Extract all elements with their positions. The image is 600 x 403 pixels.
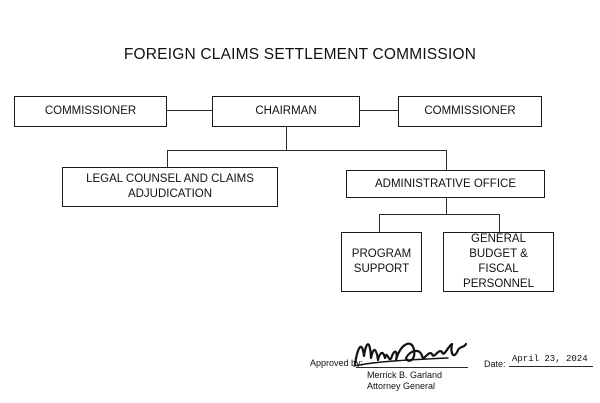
commissioner-right-box: COMMISSIONER: [398, 96, 542, 127]
chairman-label: CHAIRMAN: [255, 105, 317, 117]
program-support-label: PROGRAM SUPPORT: [351, 248, 412, 275]
connector-chairman-down: [286, 126, 288, 151]
commissioner-left-box: COMMISSIONER: [14, 96, 167, 127]
signature-line: [356, 367, 468, 368]
signer-name: Merrick B. Garland: [367, 370, 443, 380]
general-budget-label: GENERAL BUDGET & FISCAL PERSONNEL: [463, 233, 534, 290]
chairman-box: CHAIRMAN: [212, 96, 360, 127]
legal-counsel-box: LEGAL COUNSEL AND CLAIMS ADJUDICATION: [62, 167, 278, 207]
connector-admin-down: [446, 197, 448, 214]
signature-image: [353, 342, 468, 367]
general-budget-box: GENERAL BUDGET & FISCAL PERSONNEL: [443, 232, 554, 292]
connector-commissioner-right: [360, 110, 399, 112]
connector-program-drop: [379, 214, 381, 233]
date-label: Date:: [484, 359, 506, 369]
connector-commissioner-left: [166, 110, 213, 112]
approved-by-label: Approved by:: [310, 358, 364, 368]
connector-level2-horizontal: [167, 150, 446, 152]
date-value: April 23, 2024: [512, 354, 588, 364]
connector-legal-drop: [167, 150, 169, 168]
connector-admin-drop: [446, 150, 448, 170]
date-line: [509, 366, 593, 367]
connector-budget-drop: [499, 214, 501, 233]
program-support-box: PROGRAM SUPPORT: [341, 232, 422, 292]
administrative-office-box: ADMINISTRATIVE OFFICE: [346, 170, 545, 198]
connector-level3-horizontal: [379, 214, 499, 216]
legal-counsel-label: LEGAL COUNSEL AND CLAIMS ADJUDICATION: [86, 173, 254, 200]
chart-title: FOREIGN CLAIMS SETTLEMENT COMMISSION: [123, 46, 477, 63]
commissioner-right-label: COMMISSIONER: [424, 105, 516, 117]
signer-title: Attorney General: [367, 381, 436, 391]
commissioner-left-label: COMMISSIONER: [44, 105, 137, 117]
administrative-office-label: ADMINISTRATIVE OFFICE: [375, 177, 516, 190]
